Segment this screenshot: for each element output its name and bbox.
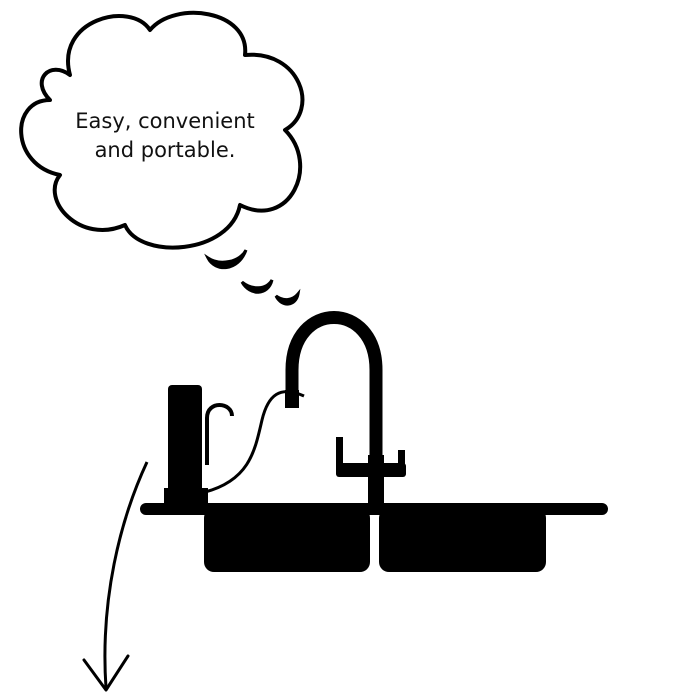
filter-hose	[204, 390, 305, 494]
thought-dot	[204, 249, 248, 269]
thought-cloud	[19, 10, 305, 250]
water-filter	[164, 385, 305, 503]
thought-dot	[240, 279, 274, 294]
bubble-text-line-2: and portable.	[94, 138, 236, 162]
faucet	[285, 311, 406, 505]
thought-dot	[274, 288, 301, 306]
sink-basin-left	[204, 508, 370, 572]
sink-basin-right	[379, 508, 546, 572]
down-arrow	[82, 461, 149, 692]
bubble-text-line-1: Easy, convenient	[75, 109, 255, 133]
countertop	[140, 503, 608, 515]
